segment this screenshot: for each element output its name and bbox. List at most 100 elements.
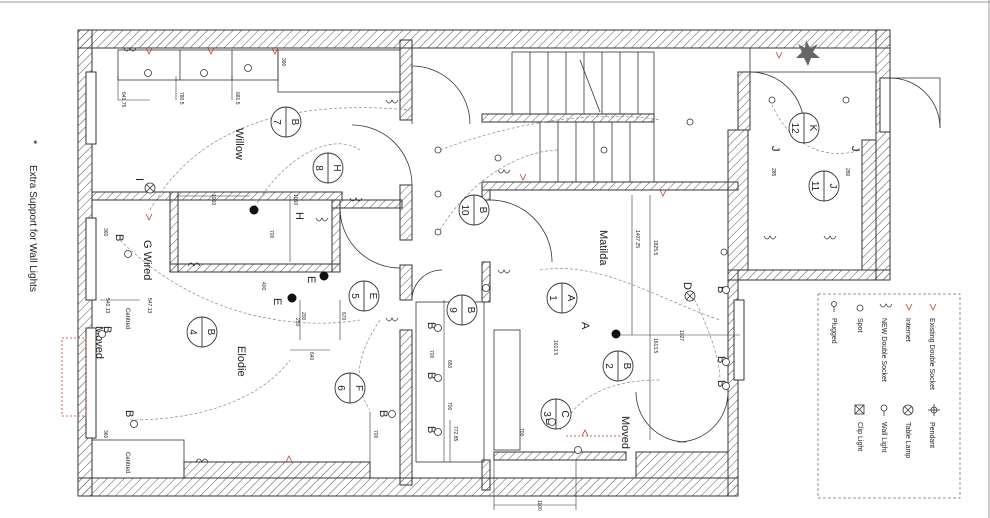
circuit-number: 4 xyxy=(187,329,198,335)
circuit-badge: E5 xyxy=(348,280,380,312)
room-name-matilda: Matilda xyxy=(597,230,609,266)
circuit-number: 8 xyxy=(313,165,324,171)
existing-double-socket-icon xyxy=(285,455,293,463)
fixture-letter-b: B xyxy=(715,356,727,363)
spot-icon xyxy=(124,250,132,258)
dim-label: 650 xyxy=(446,360,452,369)
note-bullet: * xyxy=(27,140,39,145)
fixture-letter-j: J xyxy=(849,146,861,152)
circuit-number: 5 xyxy=(349,293,360,299)
legend-label: Existing Double Socket xyxy=(928,318,935,390)
exterior-walls xyxy=(77,29,891,497)
circuit-badge: B7 xyxy=(270,106,302,138)
spot-icon xyxy=(98,330,106,338)
dim-label: 1050 xyxy=(210,194,216,205)
wiring-routes xyxy=(119,99,861,431)
circuit-number: 12 xyxy=(789,122,800,134)
dim-label: 640 xyxy=(308,352,314,361)
dim-label: 540.13 xyxy=(104,298,110,314)
circuit-letter: B xyxy=(477,207,488,214)
dim-label: 1060 xyxy=(292,194,298,205)
circuit-badge: A1 xyxy=(546,282,578,314)
circuit-letter: H xyxy=(331,164,342,171)
internet-icon xyxy=(905,303,913,311)
fixture-letter-b: B xyxy=(715,380,727,387)
centred-note: Centred xyxy=(124,452,130,473)
g-wired-note: G Wired xyxy=(141,240,153,280)
spot-icon xyxy=(686,118,694,126)
new-double-socket-icon xyxy=(349,197,363,202)
circuit-badge: H8 xyxy=(312,152,344,184)
pendant-icon xyxy=(319,271,329,281)
dim-label: 1825.5 xyxy=(652,240,658,256)
spot-icon xyxy=(388,410,396,418)
new-double-socket-icon xyxy=(497,169,511,174)
spot-icon xyxy=(244,64,252,72)
legend-item-pendant: Pendant xyxy=(928,404,940,448)
fixture-letter-b: B xyxy=(113,234,125,241)
existing-double-socket-icon xyxy=(581,429,589,437)
circuit-letter: F xyxy=(353,385,364,391)
table-lamp-icon xyxy=(144,182,156,194)
circuit-number: 11 xyxy=(809,181,820,192)
spot-icon xyxy=(768,96,776,104)
dim-label: 280 xyxy=(844,168,850,177)
legend-label: Internet xyxy=(904,318,911,342)
legend-item-new-double-socket: NEW Double Socket xyxy=(879,303,893,382)
spot-icon xyxy=(144,69,152,77)
pendant-icon xyxy=(287,293,297,303)
spot-icon xyxy=(722,286,730,294)
new-double-socket-icon xyxy=(385,317,399,322)
dim-label: 360 xyxy=(102,430,108,439)
dim-label: 285 xyxy=(770,168,776,177)
spot-icon xyxy=(434,428,442,436)
legend-label: Pendant xyxy=(928,422,935,448)
fixture-letter-e: E xyxy=(271,298,283,305)
spot-icon xyxy=(722,382,730,390)
spot-icon xyxy=(548,418,556,426)
existing-double-socket-icon xyxy=(519,173,527,181)
pendant-lights xyxy=(249,205,621,339)
pendant-icon xyxy=(611,329,621,339)
dim-label: 200 xyxy=(300,312,306,321)
room-labels: Willow Elodie Matilda xyxy=(233,128,609,377)
new-double-socket-icon xyxy=(195,458,209,463)
circuit-badge: K12 xyxy=(788,112,820,144)
new-double-socket-icon xyxy=(823,235,837,240)
circuit-number: 10 xyxy=(459,204,470,216)
moved-note: Moved xyxy=(619,416,631,449)
new-double-socket-icon xyxy=(123,47,137,52)
table-lamps xyxy=(144,182,696,302)
windows xyxy=(85,71,891,439)
spot-icon xyxy=(434,324,442,332)
circuit-letter: J xyxy=(827,184,838,189)
existing-double-socket-icon xyxy=(145,213,153,221)
existing-sockets xyxy=(145,47,783,463)
dim-label: 1027 xyxy=(678,330,684,341)
fixture-letter-b: B xyxy=(123,410,135,417)
fixture-letter-b: B xyxy=(425,372,437,379)
legend-label: NEW Double Socket xyxy=(880,318,887,382)
spot-icon xyxy=(842,96,850,104)
dimension-labels: 641.75 780.5 681.5 390 1050 1060 700 540… xyxy=(102,58,850,511)
circuit-badge: B2 xyxy=(602,350,634,382)
dimension-lines xyxy=(100,76,740,510)
dim-label: 547.13 xyxy=(146,298,152,314)
pendant-icon xyxy=(249,205,259,215)
dim-label: 681.5 xyxy=(234,92,240,105)
moved-window-markers xyxy=(61,337,620,437)
table-lamp-icon xyxy=(684,290,696,302)
new-double-socket-icon xyxy=(497,269,511,274)
circuit-badge: B4 xyxy=(186,316,218,348)
legend-label: Table Lamp xyxy=(904,422,911,458)
extra-support-note: * Extra Support for Wall Lights xyxy=(27,140,39,292)
existing-double-socket-icon xyxy=(271,47,279,55)
dim-label: 1613.5 xyxy=(652,338,658,354)
new-double-socket-icon xyxy=(763,235,777,240)
fixture-letter-b: B xyxy=(425,322,437,329)
spot-icon xyxy=(482,284,490,292)
fixture-letter-b: B xyxy=(425,426,437,433)
circuit-number: 3 xyxy=(541,411,552,417)
legend-item-clip-light: Clip Light xyxy=(854,404,865,451)
